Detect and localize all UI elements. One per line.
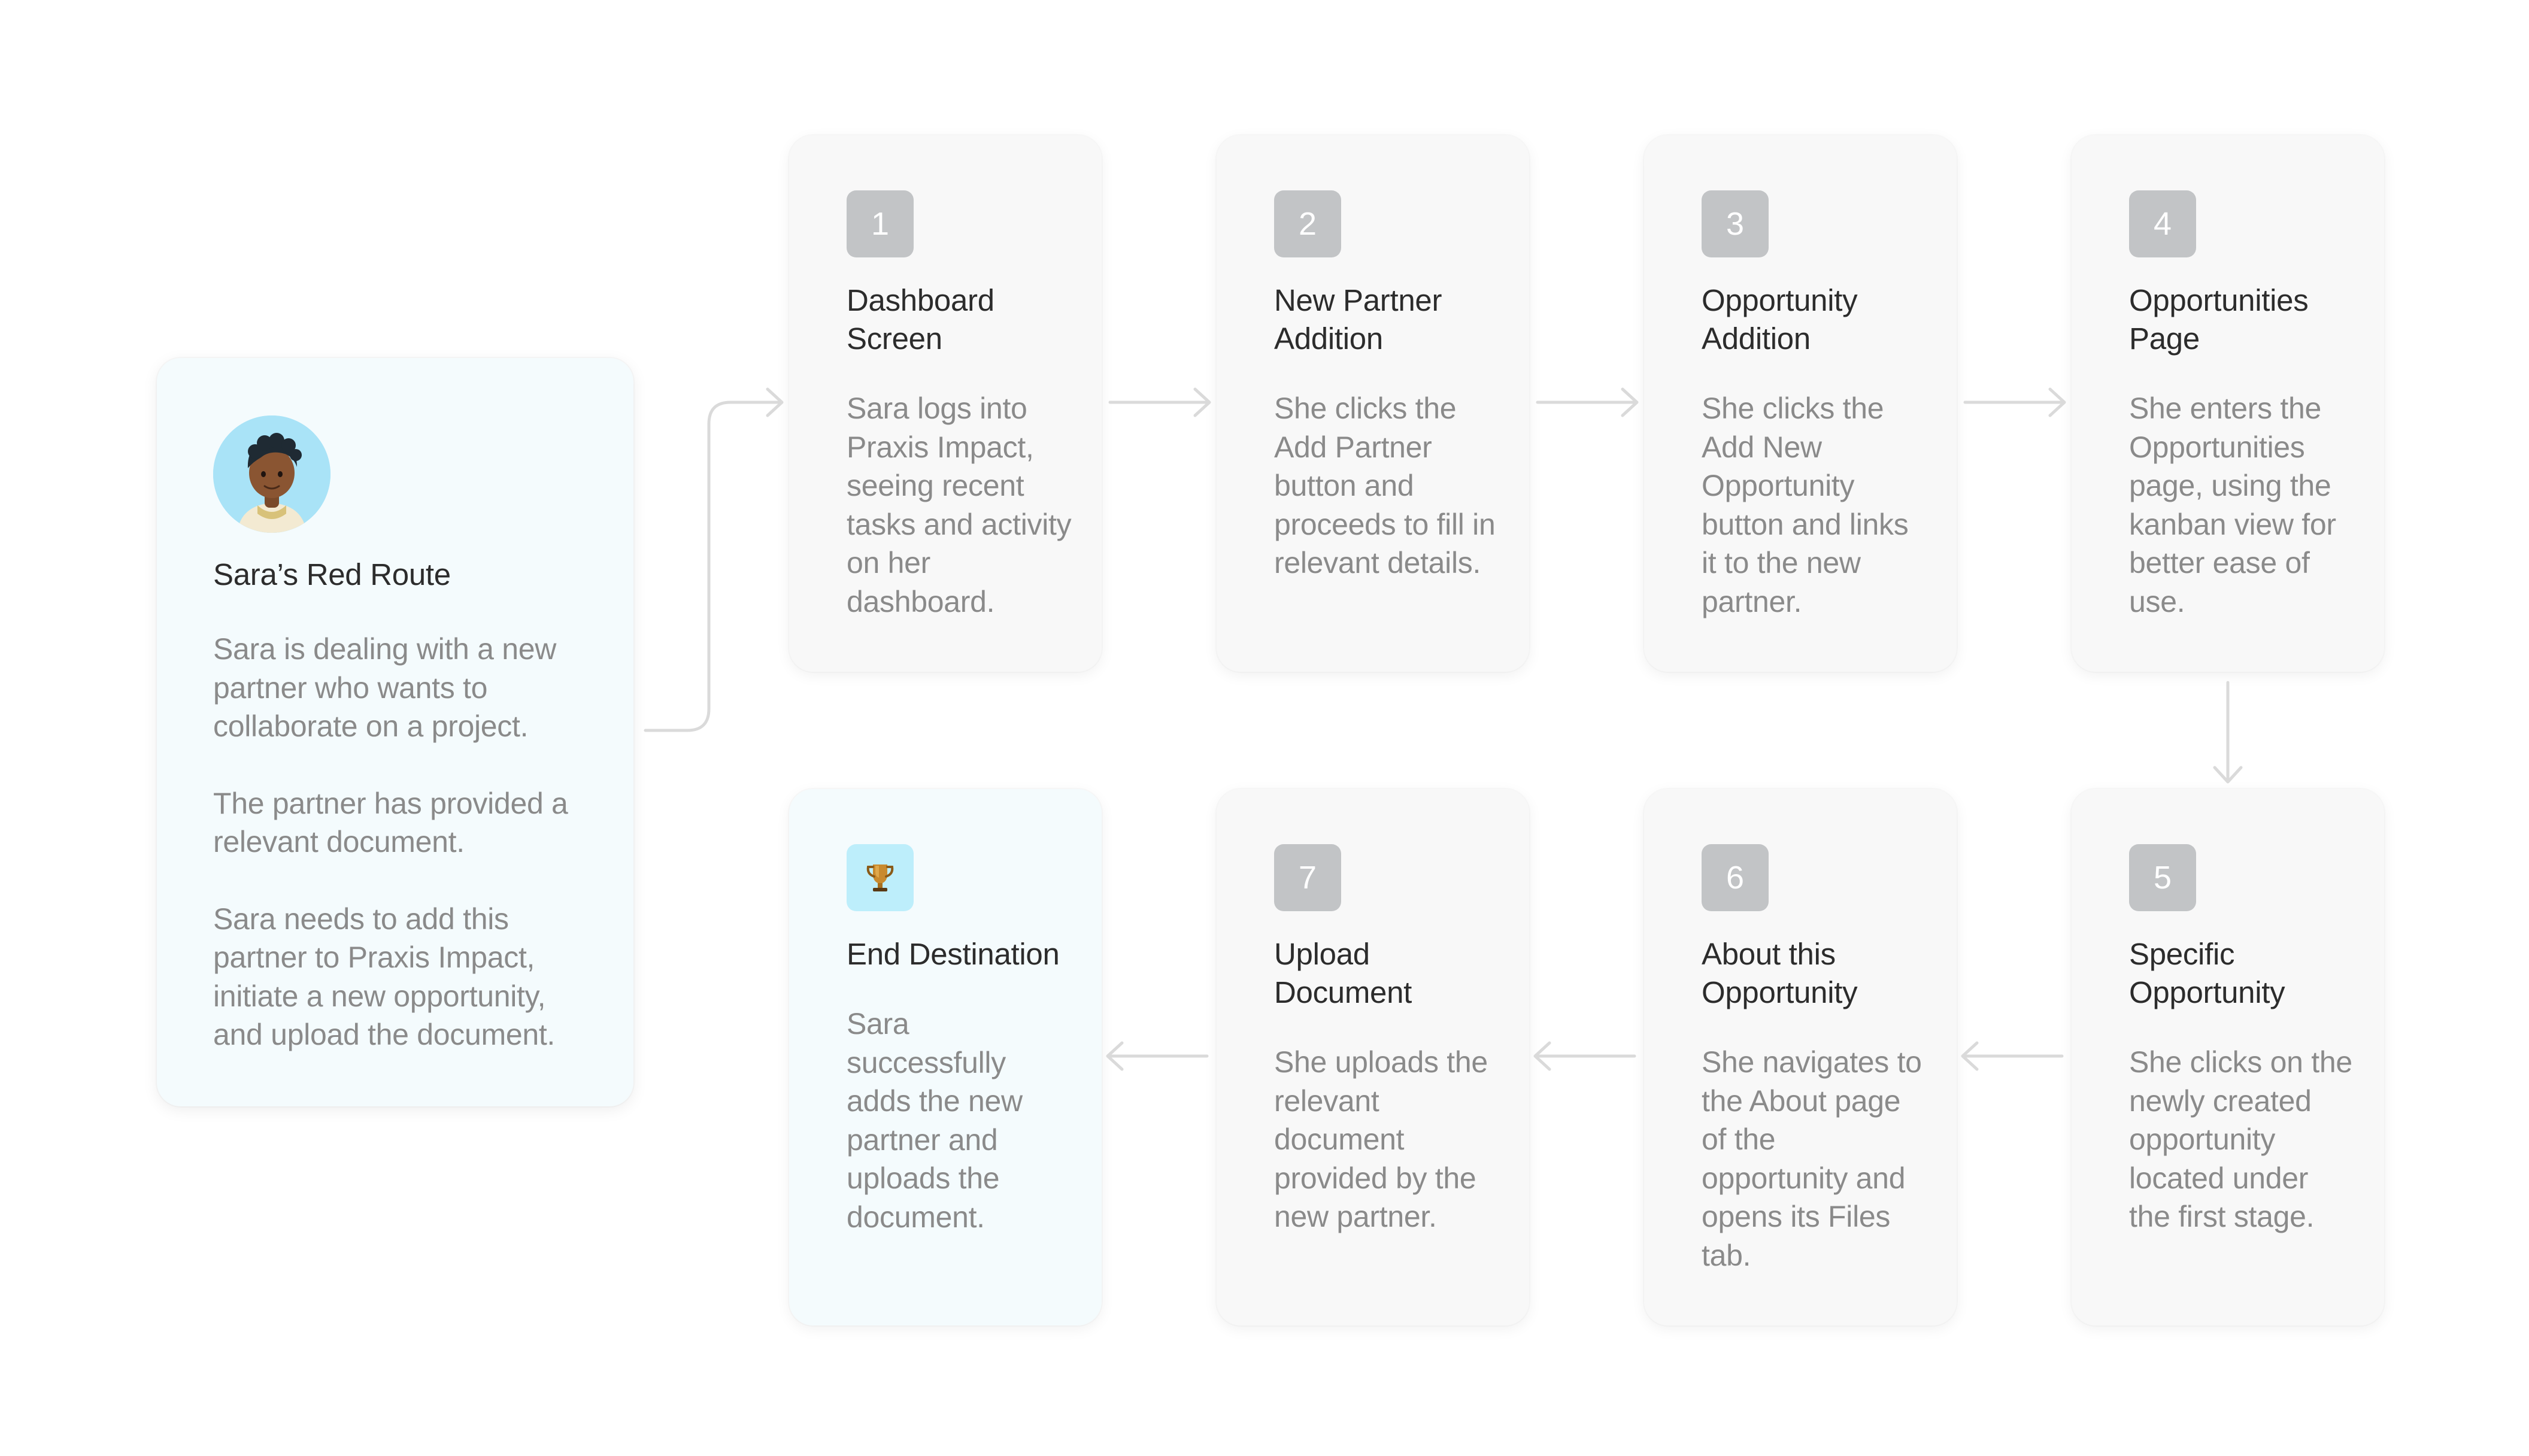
step-card-4: 4 Opportunities Page She enters the Oppo…: [2072, 135, 2384, 672]
step-card-6: 6 About this Opportunity She navigates t…: [1644, 789, 1957, 1325]
step-number-badge: 4: [2129, 190, 2196, 257]
arrow-head-step-1: [766, 387, 784, 417]
step-number-badge: 3: [1702, 190, 1769, 257]
persona-avatar-icon: [213, 415, 330, 533]
step-title: New Partner Addition: [1274, 283, 1442, 356]
step-card-2: 2 New Partner Addition She clicks the Ad…: [1217, 135, 1529, 672]
step-description: She clicks the Add Partner button and pr…: [1274, 392, 1496, 580]
end-destination-card: End Destination Sara successfully adds t…: [789, 789, 1102, 1325]
step-card-3: 3 Opportunity Addition She clicks the Ad…: [1644, 135, 1957, 672]
step-number-badge: 1: [847, 190, 914, 257]
step-title: Opportunity Addition: [1702, 283, 1858, 356]
arrow-head-step-5: [2213, 766, 2243, 784]
step-number-badge: 6: [1702, 844, 1769, 911]
step-title: About this Opportunity: [1702, 937, 1858, 1009]
persona-card: Sara’s Red Route Sara is dealing with a …: [157, 358, 633, 1106]
step-description: She navigates to the About page of the o…: [1702, 1045, 1922, 1272]
step-description: She clicks the Add New Opportunity butto…: [1702, 392, 1909, 618]
persona-paragraph-3: Sara needs to add this partner to Praxis…: [213, 902, 556, 1052]
step-description: She enters the Opportunities page, using…: [2129, 392, 2336, 618]
arrow-head-step-2: [1193, 387, 1211, 417]
step-title: Upload Document: [1274, 937, 1412, 1009]
arrow-head-step-3: [1621, 387, 1639, 417]
connector-persona-to-step-1: [644, 401, 781, 732]
step-number-badge: 5: [2129, 844, 2196, 911]
arrow-head-step-6: [1961, 1041, 1979, 1071]
step-title: Dashboard Screen: [847, 283, 994, 356]
step-description: She clicks on the newly created opportun…: [2129, 1045, 2352, 1233]
step-title: End Destination: [847, 937, 1060, 971]
arrow-head-step-7: [1533, 1041, 1551, 1071]
step-description: She uploads the relevant document provid…: [1274, 1045, 1488, 1233]
avatar: [213, 415, 330, 533]
trophy-icon: [866, 864, 894, 891]
step-title: Specific Opportunity: [2129, 937, 2285, 1009]
persona-title: Sara’s Red Route: [213, 557, 451, 592]
step-card-7: 7 Upload Document She uploads the releva…: [1217, 789, 1529, 1325]
persona-paragraph-1: Sara is dealing with a new partner who w…: [213, 632, 557, 743]
step-description: Sara successfully adds the new partner a…: [847, 1007, 1023, 1234]
step-title: Opportunities Page: [2129, 283, 2309, 356]
arrow-head-end: [1106, 1041, 1124, 1071]
step-number-badge: 2: [1274, 190, 1341, 257]
persona-paragraph-2: The partner has provided a relevant docu…: [213, 786, 568, 859]
step-card-1: 1 Dashboard Screen Sara logs into Praxis…: [789, 135, 1102, 672]
arrow-head-step-4: [2048, 387, 2066, 417]
step-card-5: 5 Specific Opportunity She clicks on the…: [2072, 789, 2384, 1325]
step-number-badge: 7: [1274, 844, 1341, 911]
step-description: Sara logs into Praxis Impact, seeing rec…: [847, 392, 1072, 618]
trophy-badge: [847, 844, 914, 911]
